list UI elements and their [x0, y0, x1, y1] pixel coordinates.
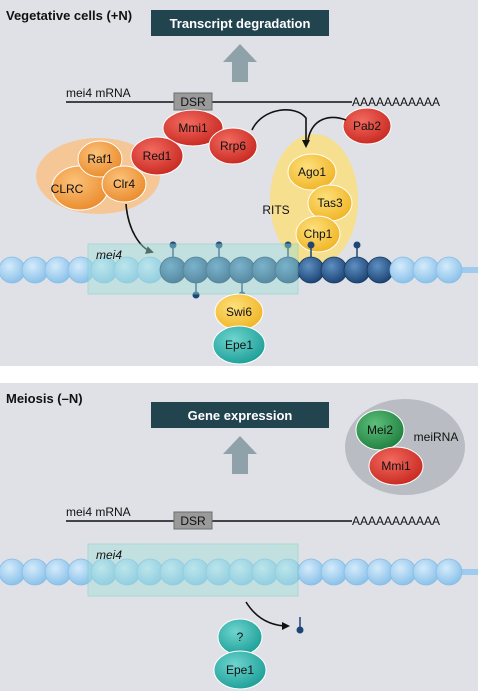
- gene-expression-label: Gene expression: [188, 408, 293, 423]
- nucleosome: [343, 558, 371, 586]
- nucleosome: [297, 558, 325, 586]
- arrow-pab2-to-rits: [307, 116, 347, 141]
- ago1-protein: [287, 153, 337, 191]
- nucleosome: [21, 256, 49, 284]
- tas3-label: Tas3: [317, 196, 343, 210]
- mei4-locus-label: mei4: [96, 248, 122, 262]
- arrow-demethylation: [245, 601, 290, 630]
- nucleosome: [435, 256, 463, 284]
- rrp6-protein: [208, 127, 258, 165]
- chromatin-fiber-bottom: [0, 558, 478, 586]
- h3k9me-mark-icon: [192, 291, 200, 299]
- raf1-protein: [77, 140, 123, 178]
- mei4-locus-box-bottom: [87, 543, 299, 597]
- up-arrow-icon: [223, 44, 257, 82]
- nucleosome: [21, 558, 49, 586]
- mrna-label: mei4 mRNA: [66, 86, 131, 100]
- h3k9me-mark-icon: [284, 241, 292, 249]
- mei4-locus-box: [87, 243, 299, 295]
- epe1-protein-bottom: [213, 650, 267, 690]
- ago1-label: Ago1: [298, 165, 326, 179]
- nucleosome: [320, 558, 348, 586]
- chp1-label: Chp1: [304, 227, 333, 241]
- transcript-degradation-banner: [151, 10, 329, 36]
- rits-label: RITS: [262, 203, 289, 217]
- methylated-nucleosome: [343, 256, 371, 284]
- panel-meiosis: Meiosis (–N) Gene expression Mei2 meiRNA…: [0, 383, 478, 691]
- panel-bottom-heading: Meiosis (–N): [6, 391, 83, 406]
- unknown-protein-label: ?: [237, 630, 244, 644]
- nucleosome: [435, 558, 463, 586]
- epe1-protein: [212, 325, 266, 365]
- epe1-bottom-label: Epe1: [226, 663, 254, 677]
- polya-tail: AAAAAAAAAAA: [352, 95, 440, 109]
- up-arrow-icon: [223, 436, 257, 474]
- h3k9me-mark-icon: [307, 241, 315, 249]
- epe1-label: Epe1: [225, 338, 253, 352]
- mmi1-protein: [162, 109, 224, 147]
- clr4-label: Clr4: [113, 177, 135, 191]
- chp1-protein: [295, 215, 341, 253]
- polya-tail-bottom: AAAAAAAAAAA: [352, 514, 440, 528]
- red1-protein: [130, 136, 184, 176]
- methyl-mark-icon: [296, 626, 304, 634]
- h3k9me-mark-icon: [169, 241, 177, 249]
- h3k9me-mark-icon: [353, 241, 361, 249]
- mei2-protein: [355, 409, 405, 451]
- arrow-clrc-to-chromatin: [125, 203, 154, 254]
- clrc-label: CLRC: [51, 182, 84, 196]
- red1-label: Red1: [143, 149, 172, 163]
- nucleosome: [412, 256, 440, 284]
- nucleosome: [366, 558, 394, 586]
- nucleosome: [412, 558, 440, 586]
- swi6-label: Swi6: [226, 305, 252, 319]
- dsr-label: DSR: [180, 95, 206, 109]
- nucleosome: [44, 558, 72, 586]
- mei4-locus-label-bottom: mei4: [96, 548, 122, 562]
- transcript-degradation-label: Transcript degradation: [170, 16, 311, 31]
- rrp6-label: Rrp6: [220, 139, 246, 153]
- clr4-protein: [101, 165, 147, 203]
- mmi1-bottom-label: Mmi1: [381, 459, 411, 473]
- nucleosome: [389, 558, 417, 586]
- meirna-label: meiRNA: [414, 430, 459, 444]
- pab2-label: Pab2: [353, 119, 381, 133]
- raf1-label: Raf1: [87, 152, 113, 166]
- chromatin-fiber-top: [0, 241, 478, 299]
- methylated-nucleosome: [320, 256, 348, 284]
- dsr-box-bottom: [173, 511, 213, 530]
- methylated-nucleosome: [297, 256, 325, 284]
- h3k9me-mark-icon: [215, 241, 223, 249]
- methylated-nucleosome: [366, 256, 394, 284]
- pab2-protein: [342, 107, 392, 145]
- mei2-label: Mei2: [367, 423, 393, 437]
- dsr-label-bottom: DSR: [180, 514, 206, 528]
- mrna-label-bottom: mei4 mRNA: [66, 505, 131, 519]
- nucleosome: [44, 256, 72, 284]
- nucleosome: [389, 256, 417, 284]
- arrow-to-rits: [251, 109, 310, 148]
- mmi1-protein-bottom: [368, 446, 424, 486]
- panel-top-heading: Vegetative cells (+N): [6, 8, 132, 23]
- mmi1-label: Mmi1: [178, 121, 208, 135]
- nucleosome: [0, 256, 26, 284]
- nucleosome: [0, 558, 26, 586]
- gene-expression-banner: [151, 402, 329, 428]
- panel-vegetative: Vegetative cells (+N) Transcript degrada…: [0, 0, 478, 366]
